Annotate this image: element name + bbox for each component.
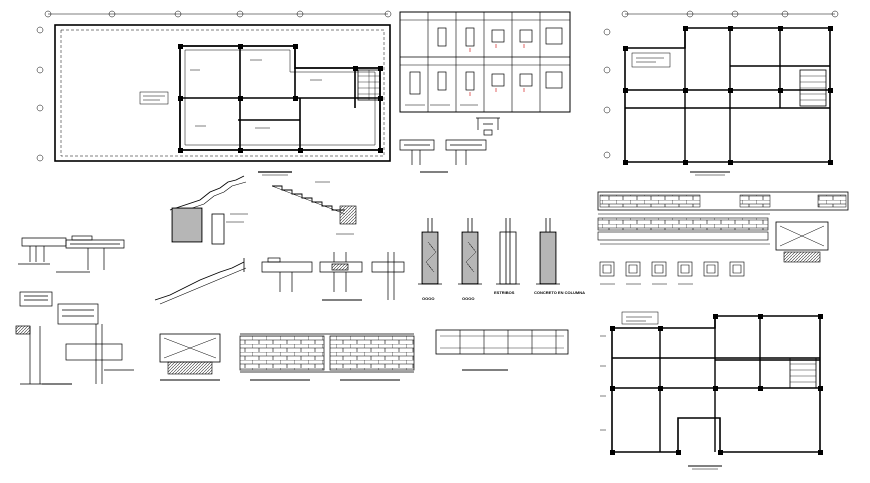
floor-plan-upper (603, 10, 839, 176)
connection-details-center (261, 252, 405, 301)
footing-labels: OOOO OOOO ESTRIBOS CONCRETO EN COLUMNA (422, 290, 585, 301)
stair-sections (154, 175, 357, 305)
footing-label-4: CONCRETO EN COLUMNA (534, 290, 585, 295)
detail-small-column (399, 117, 500, 173)
footing-label-3: ESTRIBOS (494, 290, 515, 295)
footing-sections (418, 218, 560, 285)
footing-label-1: OOOO (422, 296, 434, 301)
column-schedule-table (399, 11, 571, 113)
left-details (15, 235, 134, 385)
foundation-plan-main (36, 10, 392, 176)
floor-plan-lower (600, 311, 823, 470)
wall-elevations-bottom (159, 329, 569, 381)
footing-label-2: OOOO (462, 296, 474, 301)
beam-elevations-right (597, 191, 849, 285)
